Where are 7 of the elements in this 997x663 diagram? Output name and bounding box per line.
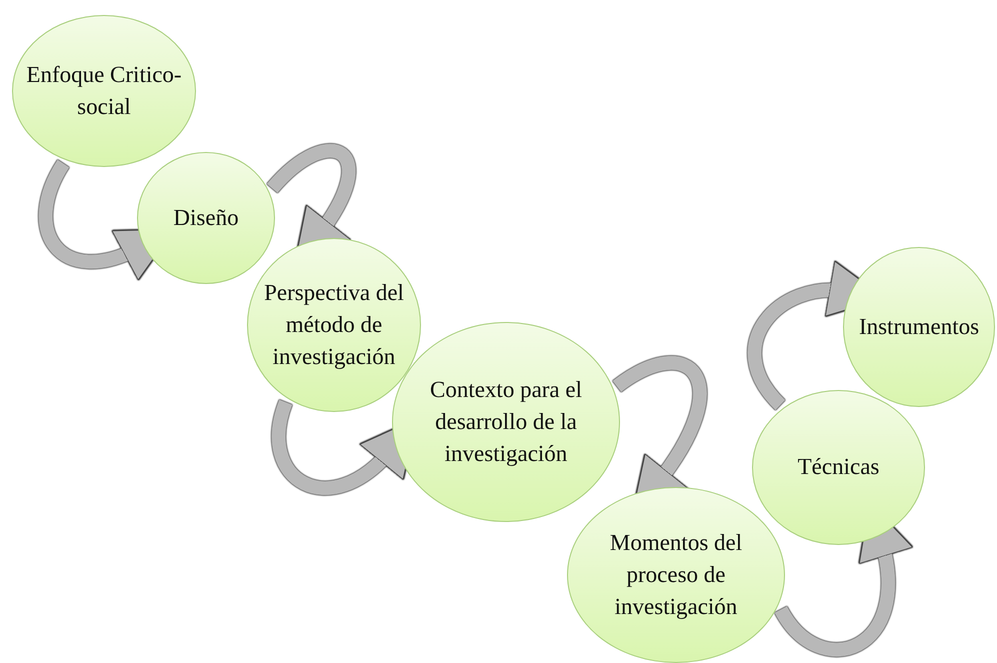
node-label: Enfoque Critico-social	[25, 60, 183, 121]
node-label: Instrumentos	[858, 312, 980, 341]
node-label: Momentos del proceso de investigación	[608, 528, 744, 622]
node-label: Diseño	[172, 204, 240, 232]
node-label: Perspectiva del método de investigación	[263, 278, 405, 372]
node-label: Técnicas	[796, 453, 880, 482]
node-label: Contexto para el desarrollo de la investigación	[428, 376, 583, 468]
